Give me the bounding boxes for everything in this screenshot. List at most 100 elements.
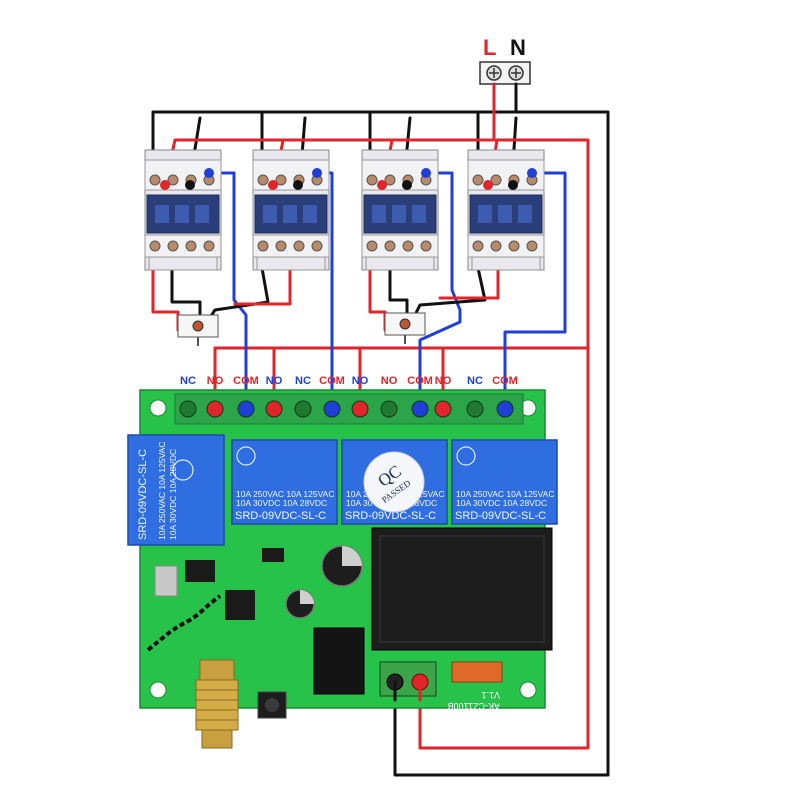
load-symbol-1 xyxy=(177,314,219,346)
contactor-screw xyxy=(366,174,378,186)
contactor-screw xyxy=(293,240,305,252)
board-power-terminal xyxy=(379,661,437,697)
relay-4: 10A 250VAC 10A 125VAC 10A 30VDC 10A 28VD… xyxy=(451,439,558,525)
load-symbol-2 xyxy=(384,312,426,344)
terminal-label: NC xyxy=(180,375,196,387)
relay-0-rating-1: 10A 250VAC 10A 125VAC xyxy=(157,442,167,540)
contactor-screw xyxy=(311,240,323,252)
terminal-label: COM xyxy=(233,375,259,387)
contactor-screw xyxy=(490,240,502,252)
terminal-screw xyxy=(237,400,255,418)
contactor-4 xyxy=(467,149,545,271)
contactor-screw xyxy=(275,174,287,186)
coil-wire-1 xyxy=(208,171,248,410)
line-terminal xyxy=(483,180,493,190)
line-label: L xyxy=(483,35,496,60)
coil-terminal xyxy=(527,168,537,178)
qc-sticker: QC PASSED xyxy=(363,451,425,513)
terminal-label: NO xyxy=(266,375,283,387)
contactor-screw xyxy=(149,240,161,252)
contactor-screw xyxy=(526,240,538,252)
terminal-screw xyxy=(351,400,369,418)
mount-hole xyxy=(149,681,167,699)
terminal-label: NC xyxy=(295,375,311,387)
antenna-coil xyxy=(146,594,222,652)
line-terminal xyxy=(160,180,170,190)
contactor-screw xyxy=(402,240,414,252)
terminal-screw xyxy=(179,400,197,418)
terminal-screw xyxy=(466,400,484,418)
neutral-label: N xyxy=(510,35,526,60)
relay-0-model: SRD-09VDC-SL-C xyxy=(137,449,149,540)
contactor-screw xyxy=(490,174,502,186)
neutral-wire xyxy=(393,82,610,777)
contactor-screw xyxy=(149,174,161,186)
contactor-1 xyxy=(144,149,222,271)
terminal-screw xyxy=(411,400,429,418)
terminal-label: COM xyxy=(319,375,345,387)
neutral-terminal xyxy=(508,180,518,190)
terminal-label: NO xyxy=(381,375,398,387)
contactor-2 xyxy=(252,149,330,271)
capacitor-large xyxy=(321,545,363,587)
relay-3-rating-2: 10A 30VDC 10A 28VDC xyxy=(456,498,547,508)
terminal-label: COM xyxy=(492,375,518,387)
mount-hole xyxy=(149,399,167,417)
terminal-screw xyxy=(380,400,398,418)
neutral-terminal xyxy=(402,180,412,190)
contactor-screw xyxy=(508,240,520,252)
pcb-version: V1.1 xyxy=(481,690,500,700)
relay-2: 10A 250VAC 10A 125VAC 10A 30VDC 10A 28VD… xyxy=(231,439,338,525)
relay-3-rating-1: 10A 250VAC 10A 125VAC xyxy=(456,489,554,499)
coil-wire-4 xyxy=(503,171,567,410)
line-terminal xyxy=(377,180,387,190)
relay-3: 10A 250VAC 10A 125VAC 10A 30VDC 10A 28VD… xyxy=(341,439,448,525)
relay-0-rating-2: 10A 30VDC 10A 28VDC xyxy=(168,449,178,540)
contactor-screw xyxy=(384,240,396,252)
terminal-screw xyxy=(206,400,224,418)
contactor-screw xyxy=(366,240,378,252)
pcb-label: AK-CZ1100B xyxy=(448,701,500,711)
coil-terminal xyxy=(204,168,214,178)
contactor-screw xyxy=(167,240,179,252)
component-block xyxy=(185,560,215,582)
terminal-label: COM xyxy=(407,375,433,387)
relay-2-model: SRD-09VDC-SL-C xyxy=(345,510,436,522)
neutral-terminal xyxy=(185,180,195,190)
crystal xyxy=(154,565,178,597)
relay-1-rating-2: 10A 30VDC 10A 28VDC xyxy=(236,498,327,508)
power-module xyxy=(371,527,553,651)
neutral-terminal xyxy=(293,180,303,190)
contactor-screw xyxy=(257,174,269,186)
line-wire xyxy=(418,82,590,750)
relay-vertical: SRD-09VDC-SL-C 10A 250VAC 10A 125VAC 10A… xyxy=(127,434,225,546)
terminal-screw xyxy=(434,400,452,418)
relay-1-model: SRD-09VDC-SL-C xyxy=(235,510,326,522)
varistor xyxy=(451,661,503,683)
terminal-label: NO xyxy=(352,375,369,387)
terminal-screw xyxy=(496,400,514,418)
mount-hole xyxy=(519,681,537,699)
contactor-screw xyxy=(472,240,484,252)
contactor-screw xyxy=(472,174,484,186)
power-input: L N xyxy=(479,35,531,85)
coil-terminal xyxy=(312,168,322,178)
terminal-screw xyxy=(294,400,312,418)
terminal-label: NC xyxy=(467,375,483,387)
terminal-screw xyxy=(265,400,283,418)
contactor-3 xyxy=(361,149,439,271)
dc-jack xyxy=(313,627,365,695)
terminal-screw xyxy=(323,400,341,418)
ic-chip xyxy=(225,590,255,620)
contactor-screw xyxy=(185,240,197,252)
contactors xyxy=(144,149,545,271)
relay-3-model: SRD-09VDC-SL-C xyxy=(455,510,546,522)
line-terminal xyxy=(268,180,278,190)
coil-terminal xyxy=(421,168,431,178)
terminal-wire-tips xyxy=(393,680,422,702)
contactor-screw xyxy=(167,174,179,186)
relay-1-rating-1: 10A 250VAC 10A 125VAC xyxy=(236,489,334,499)
terminal-label: NO xyxy=(207,375,224,387)
